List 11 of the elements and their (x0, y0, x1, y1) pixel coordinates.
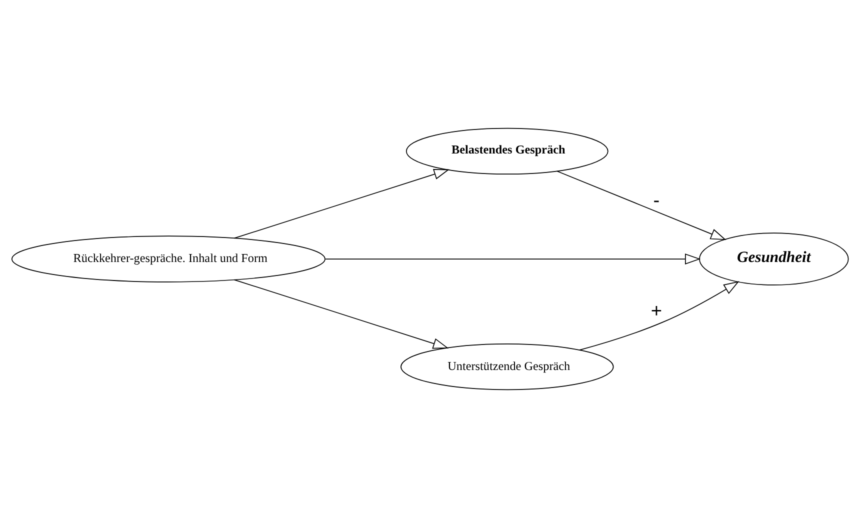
edge-label: + (650, 300, 662, 322)
edge-label: - (653, 190, 660, 212)
node-ellipse: Unterstützende Gespräch (400, 342, 614, 390)
arrow (579, 280, 740, 350)
arrow (234, 168, 450, 238)
node-ellipse: Gesundheit (699, 232, 849, 285)
node-ellipse: Rückkehrer-gespräche. Inhalt und Form (11, 235, 326, 282)
arrow (325, 253, 701, 264)
arrow (556, 170, 726, 240)
node-ellipse: Belastendes Gespräch (406, 127, 608, 174)
arrow (234, 278, 449, 348)
